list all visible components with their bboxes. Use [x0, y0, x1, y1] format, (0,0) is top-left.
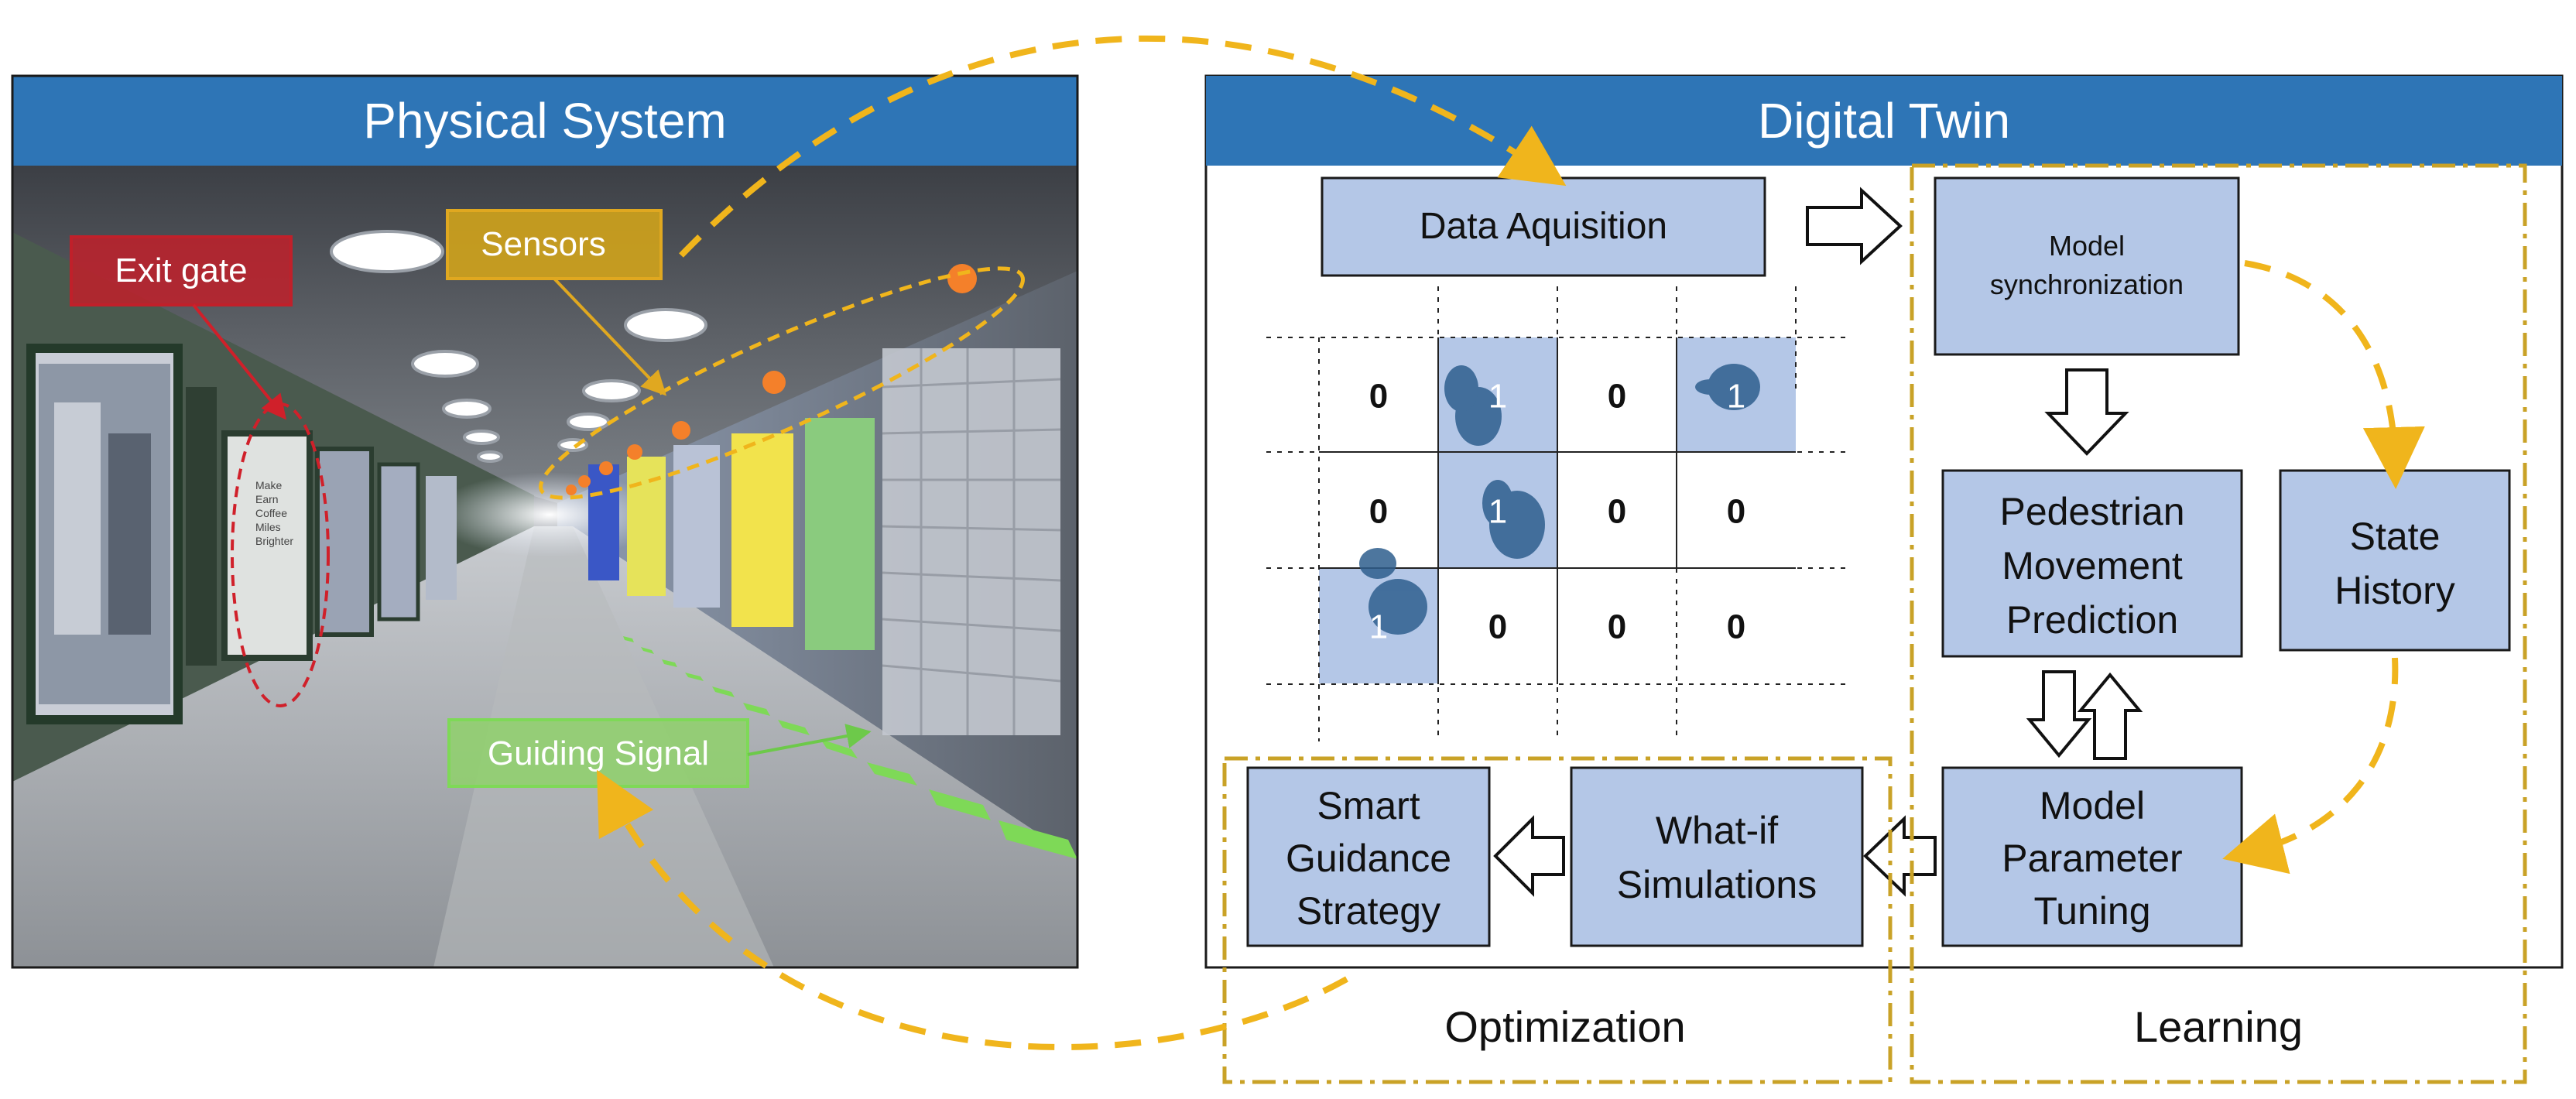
smart-line-3: Strategy	[1297, 889, 1440, 933]
smart-line-2: Guidance	[1286, 837, 1451, 880]
poster-text-4: Miles	[255, 521, 281, 533]
pedestrian-prediction-box: Pedestrian Movement Prediction	[1941, 469, 2243, 658]
smart-line-1: Smart	[1317, 784, 1420, 827]
data-acquisition-box: Data Aquisition	[1321, 176, 1766, 277]
data-acquisition-label: Data Aquisition	[1420, 206, 1667, 247]
pedestrian-silhouettes	[1359, 364, 1760, 635]
sensors-pointer	[553, 277, 667, 396]
physical-system-panel: Physical System Make	[11, 74, 1079, 969]
guiding-signal-text: Guiding Signal	[488, 734, 709, 772]
poster-text-2: Earn	[255, 493, 279, 505]
state-history-line-2: History	[2334, 569, 2455, 612]
grid-cell-value: 1	[1488, 378, 1507, 416]
state-history-box: State History	[2279, 469, 2511, 652]
optimization-label: Optimization	[1444, 1002, 1685, 1051]
model-parameter-tuning-box: Model Parameter Tuning	[1941, 766, 2243, 947]
sensors-to-acquisition-arrow	[679, 35, 1567, 258]
grid-cell-value: 0	[1727, 493, 1745, 531]
exit-gate-pointer	[192, 303, 287, 420]
model-param-line-1: Model	[2040, 784, 2145, 827]
occupancy-grid: 0 1 0 1 0 1 0 0 1 0 0 0	[1266, 286, 1850, 741]
grid-cell-value: 1	[1488, 493, 1507, 531]
grid-cell-value: 0	[1369, 493, 1388, 531]
history-to-tuning-arrow	[2222, 657, 2399, 875]
physical-system-header	[12, 76, 1077, 166]
right-wall-details	[588, 348, 1061, 735]
model-sync-line-2: synchronization	[1990, 269, 2184, 300]
optimization-region	[1222, 756, 1893, 1084]
model-sync-box: Model synchronization	[1934, 176, 2240, 356]
pedestrian-line-3: Prediction	[2006, 598, 2178, 642]
strategy-to-signal-arrow	[597, 769, 1348, 1050]
grid-cell-value: 0	[1608, 608, 1626, 646]
grid-cell-value: 1	[1369, 608, 1388, 646]
left-posters: Make Earn Coffee Miles Brighter	[26, 344, 457, 724]
digital-twin-panel: Digital Twin Data Aquisition Model synch…	[1204, 74, 2564, 1084]
tuning-to-whatif-arrow	[1863, 815, 1937, 897]
sensors-text: Sensors	[481, 225, 605, 263]
grid-cell-value: 0	[1488, 608, 1507, 646]
model-param-line-2: Parameter	[2002, 837, 2182, 880]
sync-to-history-arrow	[2244, 260, 2425, 489]
tuning-to-prediction-arrow	[2077, 672, 2143, 760]
grid-cell-value: 0	[1727, 608, 1745, 646]
whatif-simulations-box: What-if Simulations	[1570, 766, 1864, 947]
sensors-ellipse	[538, 266, 1026, 500]
acquisition-to-sync-arrow	[1806, 187, 1903, 265]
whatif-line-1: What-if	[1656, 809, 1778, 852]
exit-gate-label: Exit gate	[70, 235, 293, 420]
learning-region	[1910, 163, 2527, 1084]
grid-cell-value: 0	[1369, 378, 1388, 416]
pedestrian-line-1: Pedestrian	[1999, 490, 2184, 533]
grid-lines	[1266, 286, 1850, 741]
ceiling-lights	[330, 230, 707, 463]
state-history-line-1: State	[2350, 515, 2441, 558]
grid-cell-value: 0	[1608, 493, 1626, 531]
digital-twin-header	[1206, 76, 2562, 166]
sync-to-prediction-arrow	[2044, 368, 2129, 456]
prediction-to-tuning-arrow	[2026, 670, 2092, 758]
poster-text-1: Make	[255, 479, 282, 491]
exit-gate-text: Exit gate	[115, 252, 247, 289]
pedestrian-line-2: Movement	[2002, 544, 2183, 587]
physical-system-title: Physical System	[363, 93, 726, 149]
grid-cell-value: 1	[1727, 378, 1745, 416]
poster-text-5: Brighter	[255, 535, 293, 547]
smart-guidance-box: Smart Guidance Strategy	[1246, 766, 1491, 947]
guiding-signal-pointer	[747, 724, 872, 756]
guiding-signal-strips	[623, 636, 1077, 859]
learning-label: Learning	[2134, 1002, 2303, 1051]
digital-twin-title: Digital Twin	[1758, 93, 2010, 149]
sensors-label: Sensors	[446, 209, 667, 396]
grid-cell-value: 0	[1608, 378, 1626, 416]
model-param-line-3: Tuning	[2033, 889, 2150, 933]
poster-text-3: Coffee	[255, 507, 287, 519]
model-sync-line-1: Model	[2049, 230, 2125, 262]
whatif-to-smart-arrow	[1493, 815, 1565, 897]
whatif-line-2: Simulations	[1617, 863, 1817, 906]
